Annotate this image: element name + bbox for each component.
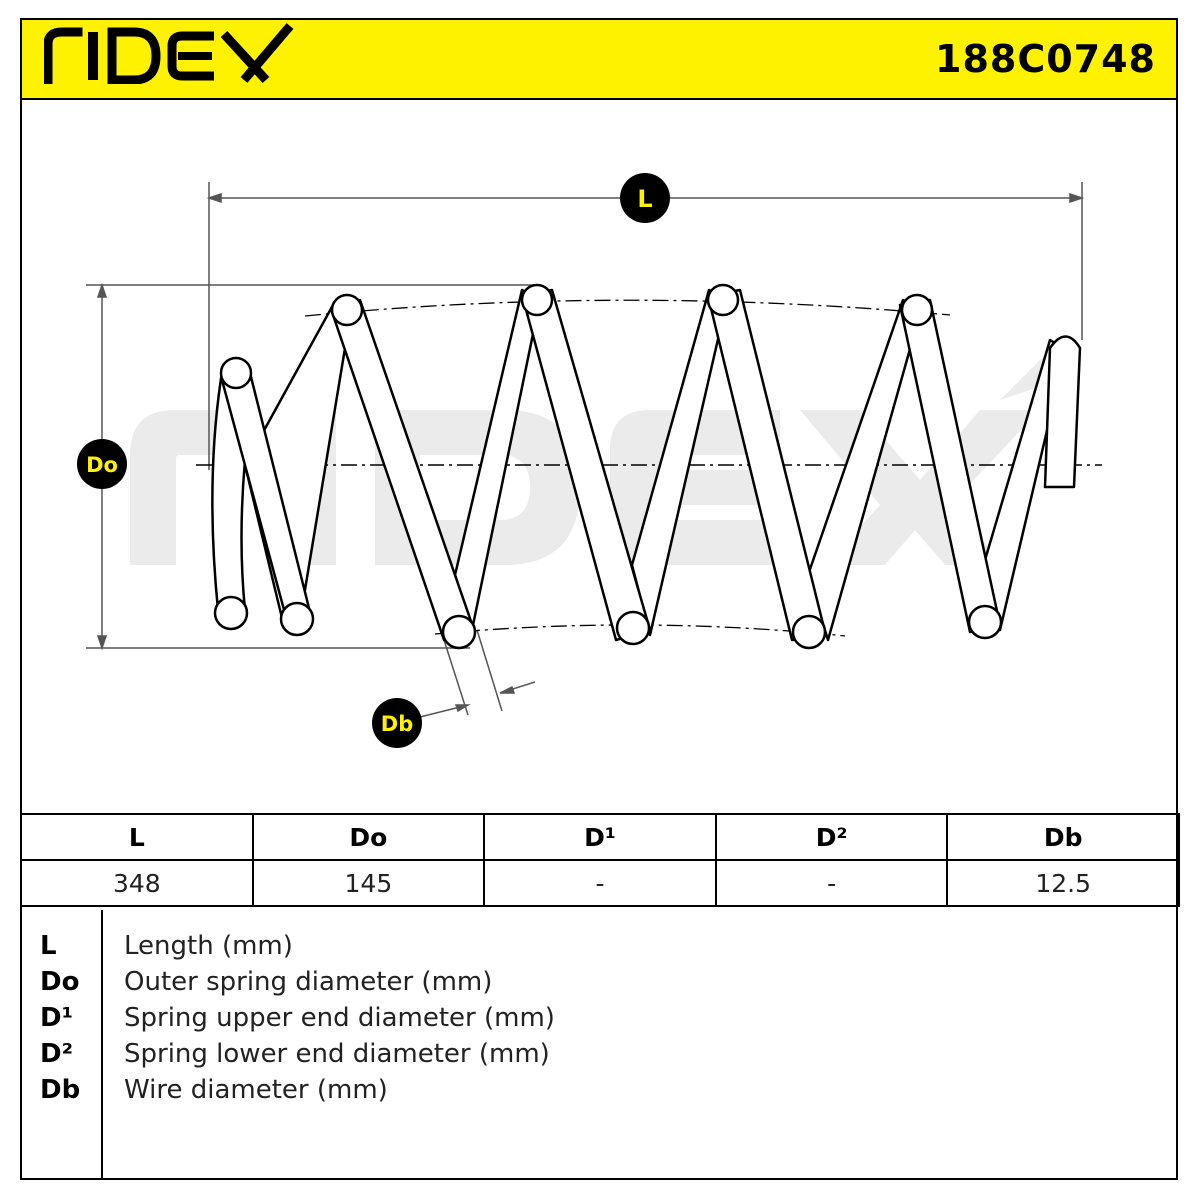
legend-key: Do — [40, 967, 80, 997]
header-D1: D¹ — [483, 813, 717, 861]
legend-key: Db — [40, 1075, 81, 1105]
spec-header-row: L Do D¹ D² Db — [20, 813, 1180, 861]
value-Do: 145 — [251, 859, 486, 907]
legend: L Length (mm) Do Outer spring diameter (… — [20, 910, 1180, 1180]
label-Do-badge: Do — [77, 439, 127, 489]
spec-table: L Do D¹ D² Db 348 145 - - 12.5 — [20, 813, 1180, 907]
legend-desc: Spring lower end diameter (mm) — [124, 1039, 550, 1069]
label-L: L — [637, 185, 652, 213]
legend-item: Db Wire diameter (mm) — [20, 1072, 1120, 1108]
header-D2: D² — [714, 813, 949, 861]
label-Do: Do — [86, 453, 118, 477]
legend-item: D¹ Spring upper end diameter (mm) — [20, 1000, 1120, 1036]
legend-desc: Spring upper end diameter (mm) — [124, 1003, 555, 1033]
legend-divider — [101, 910, 103, 1180]
envelope-top-line — [304, 299, 951, 317]
legend-desc: Length (mm) — [124, 931, 293, 961]
part-number: 188C0748 — [935, 37, 1156, 81]
value-D1: - — [483, 859, 717, 907]
legend-desc: Outer spring diameter (mm) — [124, 967, 493, 997]
header-L: L — [20, 813, 254, 861]
header-Do: Do — [251, 813, 486, 861]
header-Db: Db — [946, 813, 1180, 861]
legend-item: L Length (mm) — [20, 928, 1120, 964]
value-L: 348 — [20, 859, 254, 907]
label-Db: Db — [381, 712, 413, 736]
spring-coils — [211, 283, 1082, 650]
ridex-logo — [43, 22, 294, 88]
legend-item: D² Spring lower end diameter (mm) — [20, 1036, 1120, 1072]
legend-item: Do Outer spring diameter (mm) — [20, 964, 1120, 1000]
value-Db: 12.5 — [946, 859, 1180, 907]
dimension-wire-diameter — [419, 629, 536, 718]
spec-value-row: 348 145 - - 12.5 — [20, 859, 1180, 907]
legend-key: D¹ — [40, 1003, 73, 1033]
sheet-frame — [20, 18, 1178, 1180]
legend-desc: Wire diameter (mm) — [124, 1075, 388, 1105]
spring-drawing: L Do Db — [77, 173, 1102, 748]
label-L-badge: L — [620, 173, 670, 223]
value-D2: - — [714, 859, 949, 907]
legend-key: D² — [40, 1039, 73, 1069]
legend-key: L — [40, 931, 57, 961]
label-Db-badge: Db — [372, 698, 422, 748]
